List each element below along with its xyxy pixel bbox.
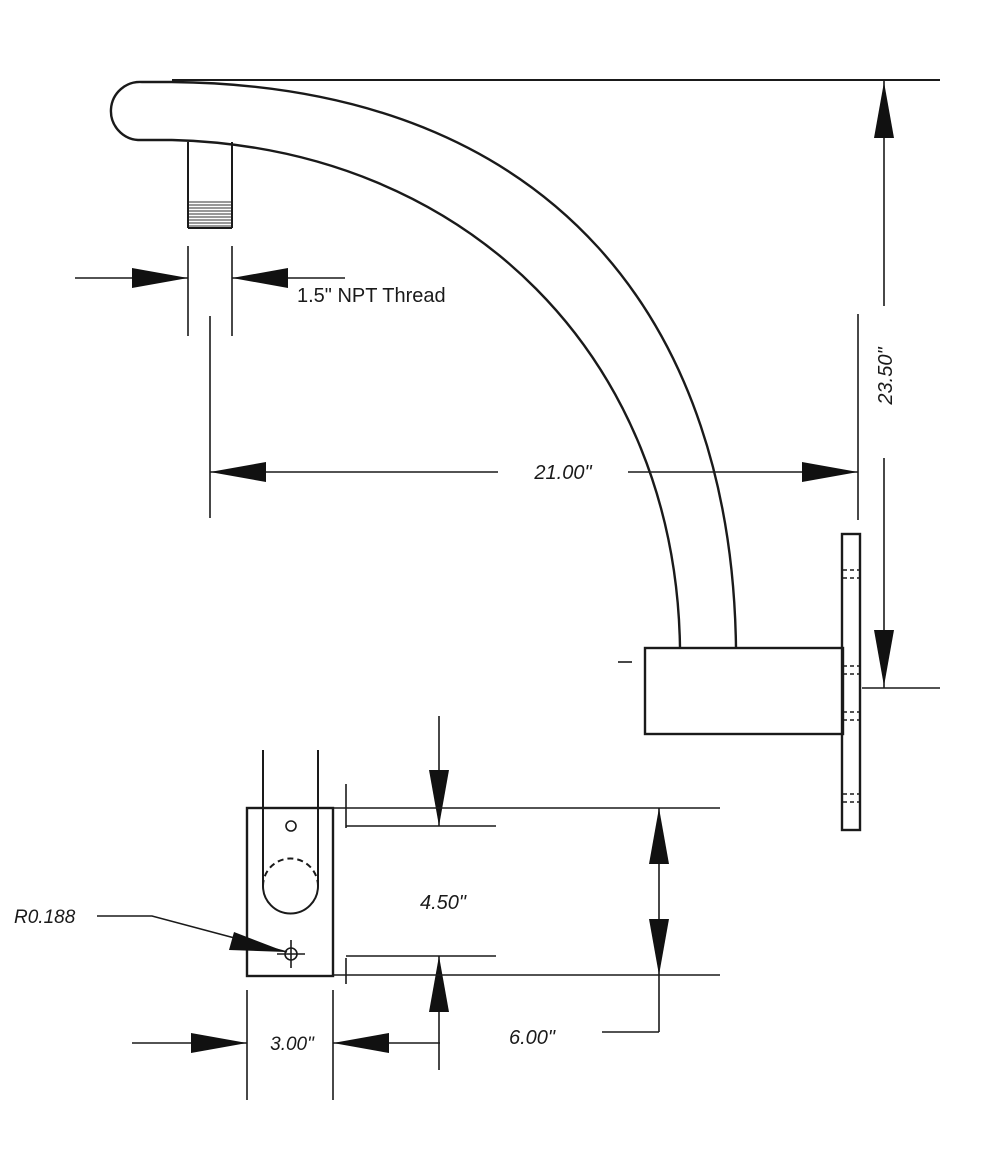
threaded-pipe-end <box>187 142 233 229</box>
arm-rounded-tip <box>109 80 172 142</box>
height-label: 23.50" <box>875 347 897 406</box>
mounting-plate-view <box>245 750 335 978</box>
reach-label: 21.00" <box>533 462 592 484</box>
reach-dimension: 21.00" <box>209 314 859 520</box>
mounting-block <box>643 646 845 736</box>
inner-arrow-bottom <box>429 956 449 1012</box>
height-dimension: 23.50" <box>862 80 940 689</box>
arm-side-view <box>109 79 940 832</box>
slot-hidden-arc <box>262 857 319 887</box>
plate-inner-label: 4.50" <box>420 892 467 914</box>
wall-plate <box>840 532 862 832</box>
inner-arrow-top <box>429 770 449 826</box>
radius-label: R0.188 <box>14 907 76 928</box>
outer-arrow-top <box>649 808 669 864</box>
thread-arrow-right <box>232 268 288 288</box>
thread-hatching <box>189 201 231 227</box>
plate-outer-label: 6.00" <box>509 1027 556 1049</box>
reach-arrow-left <box>210 462 266 482</box>
height-arrow-bottom <box>874 630 894 686</box>
arm-outer-curve <box>171 80 738 649</box>
top-hole <box>285 820 297 832</box>
slot-rounded-end <box>262 885 319 915</box>
wall-plate-hidden-holes <box>843 569 859 803</box>
reach-arrow-right <box>802 462 858 482</box>
width-arrow-right <box>333 1033 389 1053</box>
radius-callout: R0.188 <box>14 907 288 953</box>
arm-inner-curve <box>171 138 682 649</box>
plate-width-label: 3.00" <box>270 1034 315 1055</box>
height-arrow-top <box>874 82 894 138</box>
plate-width-dimension: 3.00" <box>132 990 440 1100</box>
plate-outer-dimension: 6.00" <box>333 807 720 1049</box>
radius-arrow <box>229 932 286 952</box>
thread-label: 1.5" NPT Thread <box>297 285 446 307</box>
plate-outline <box>245 806 335 978</box>
thread-dimension: 1.5" NPT Thread <box>75 246 446 336</box>
thread-arrow-left <box>132 268 188 288</box>
plate-inner-dimension: 4.50" <box>345 716 496 1070</box>
width-arrow-left <box>191 1033 247 1053</box>
outer-arrow-bottom <box>649 919 669 975</box>
